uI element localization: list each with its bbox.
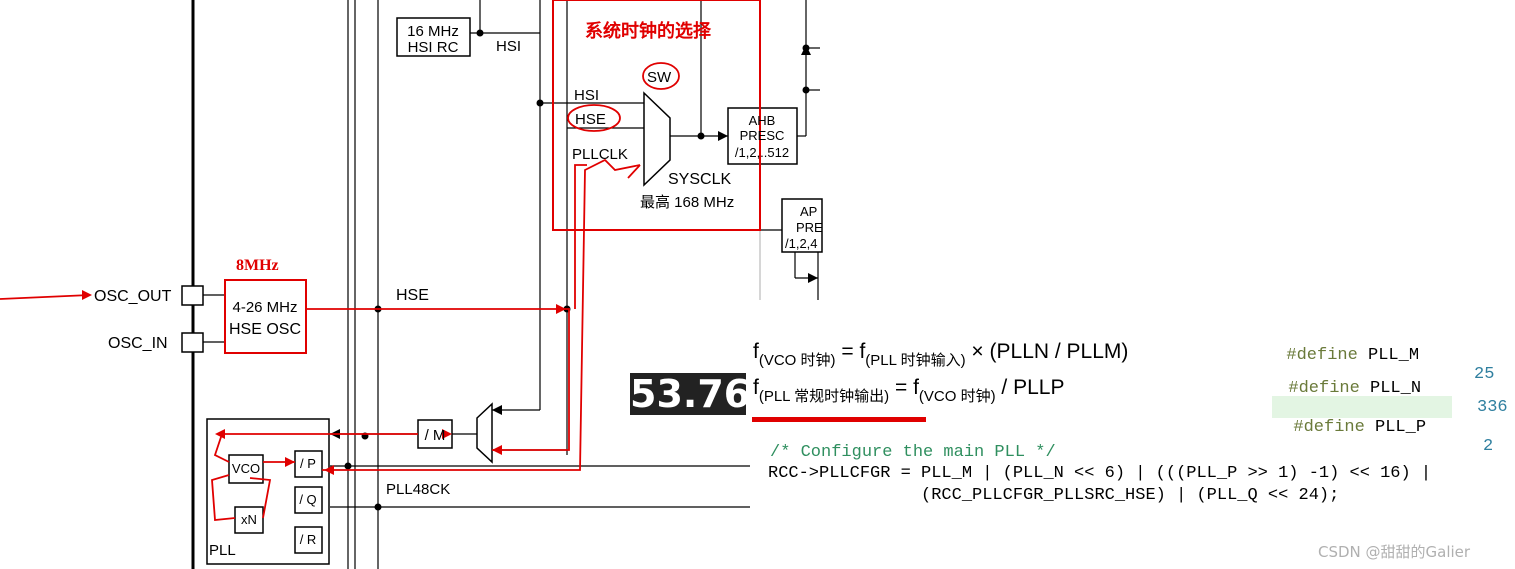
ahb-label-line3: /1,2,..512 [735, 145, 789, 160]
div-p-box [294, 450, 323, 478]
vco-label: VCO [232, 461, 260, 476]
osc-out-pin [181, 285, 204, 306]
div-q-label: / Q [299, 492, 316, 507]
hse-wire-label: HSE [396, 287, 429, 304]
hse-circle [567, 104, 621, 132]
div-p-label: / P [300, 456, 316, 471]
mux-input-hsi: HSI [574, 87, 599, 104]
mux-input-hse: HSE [575, 111, 606, 128]
formula-vco-sub1: (VCO 时钟) [758, 352, 836, 369]
define-value: 336 [1477, 398, 1508, 417]
formula-vco-eq: = f [835, 340, 866, 363]
watermark: CSDN @甜甜的Galier [1318, 543, 1471, 561]
osc-in-pin [181, 332, 204, 353]
formula-panel [750, 300, 1515, 569]
code-comment: /* Configure the main PLL */ [770, 443, 1056, 462]
sw-label: SW [647, 69, 672, 86]
ahb-label-line1: AHB [749, 113, 776, 128]
define-pll-n: #define PLL_N 336 [1268, 360, 1507, 417]
define-value: 2 [1483, 437, 1494, 456]
sw-circle [642, 62, 680, 90]
formula-pll-rest: / PLLP [995, 376, 1065, 399]
xn-label: xN [241, 512, 257, 527]
mux-input-pllclk: PLLCLK [572, 146, 628, 163]
formula-pll-sub1: (PLL 常规时钟输出) [758, 388, 890, 405]
hse-osc-line1: 4-26 MHz [232, 299, 297, 316]
div-r-box [294, 526, 323, 554]
hse-frequency-note: 8MHz [236, 257, 279, 274]
formula-red-underline [752, 417, 926, 422]
hsi-wire-label: HSI [496, 38, 521, 55]
system-clock-select-frame [552, 0, 761, 231]
define-keyword: #define [1293, 418, 1365, 437]
formula-vco: f(VCO 时钟) = f(PLL 时钟输入) × (PLLN / PLLM) [753, 340, 1129, 369]
ahb-label-line2: PRESC [740, 128, 785, 143]
define-value: 25 [1474, 365, 1495, 384]
pll-src-mux [476, 402, 493, 464]
sysclk-label: SYSCLK [668, 171, 731, 188]
sysclk-max-label: 最高 168 MHz [640, 194, 734, 211]
hse-osc-box [224, 279, 307, 354]
ahb-presc-box [727, 107, 798, 165]
pll48ck-label: PLL48CK [386, 481, 450, 498]
apb-label-line1: AP [800, 204, 817, 219]
formula-vco-sub2: (PLL 时钟输入) [865, 352, 966, 369]
define-pll-m: #define PLL_M 25 [1266, 327, 1494, 384]
red-arrow-heads [82, 290, 566, 475]
pll-label: PLL [209, 542, 236, 559]
div-m-label: / M [425, 427, 446, 444]
define-keyword: #define [1286, 346, 1358, 365]
div-q-box [294, 486, 323, 514]
hsi-rc-box [396, 17, 471, 57]
code-line-2: (RCC_PLLCFGR_PLLSRC_HSE) | (PLL_Q << 24)… [768, 486, 1340, 505]
apb-label-line3: /1,2,4 [785, 236, 818, 251]
formula-pll-sub2: (VCO 时钟) [918, 388, 996, 405]
hsi-rc-line1: 16 MHz [407, 23, 459, 40]
define-name: PLL_M [1357, 346, 1420, 365]
osc-out-label: OSC_OUT [94, 288, 172, 305]
formula-vco-rest: × (PLLN / PLLM) [965, 340, 1129, 363]
sysclk-mux [643, 91, 671, 187]
hse-osc-line2: HSE OSC [229, 321, 301, 338]
value-badge: 53.76 [630, 372, 751, 416]
hsi-rc-line2: HSI RC [408, 39, 459, 56]
define-name: PLL_N [1359, 379, 1422, 398]
formula-vco-f: f [753, 340, 759, 363]
junction-dots [344, 29, 810, 511]
apb-label-line2: PRE [796, 220, 823, 235]
system-clock-select-title: 系统时钟的选择 [585, 20, 712, 41]
formula-pll-f: f [753, 376, 759, 399]
formula-pll-output: f(PLL 常规时钟输出) = f(VCO 时钟) / PLLP [753, 376, 1065, 405]
apb-presc-box [781, 198, 823, 253]
code-line-1: RCC->PLLCFGR = PLL_M | (PLL_N << 6) | ((… [768, 464, 1432, 483]
define-pll-p: #define PLL_P 2 [1273, 399, 1493, 456]
define-name: PLL_P [1364, 418, 1427, 437]
div-r-label: / R [300, 532, 317, 547]
formula-pll-eq: = f [889, 376, 919, 399]
osc-in-label: OSC_IN [108, 335, 168, 352]
define-keyword: #define [1288, 379, 1360, 398]
xn-box [234, 506, 264, 534]
define-pll-p-highlight [1272, 396, 1452, 418]
